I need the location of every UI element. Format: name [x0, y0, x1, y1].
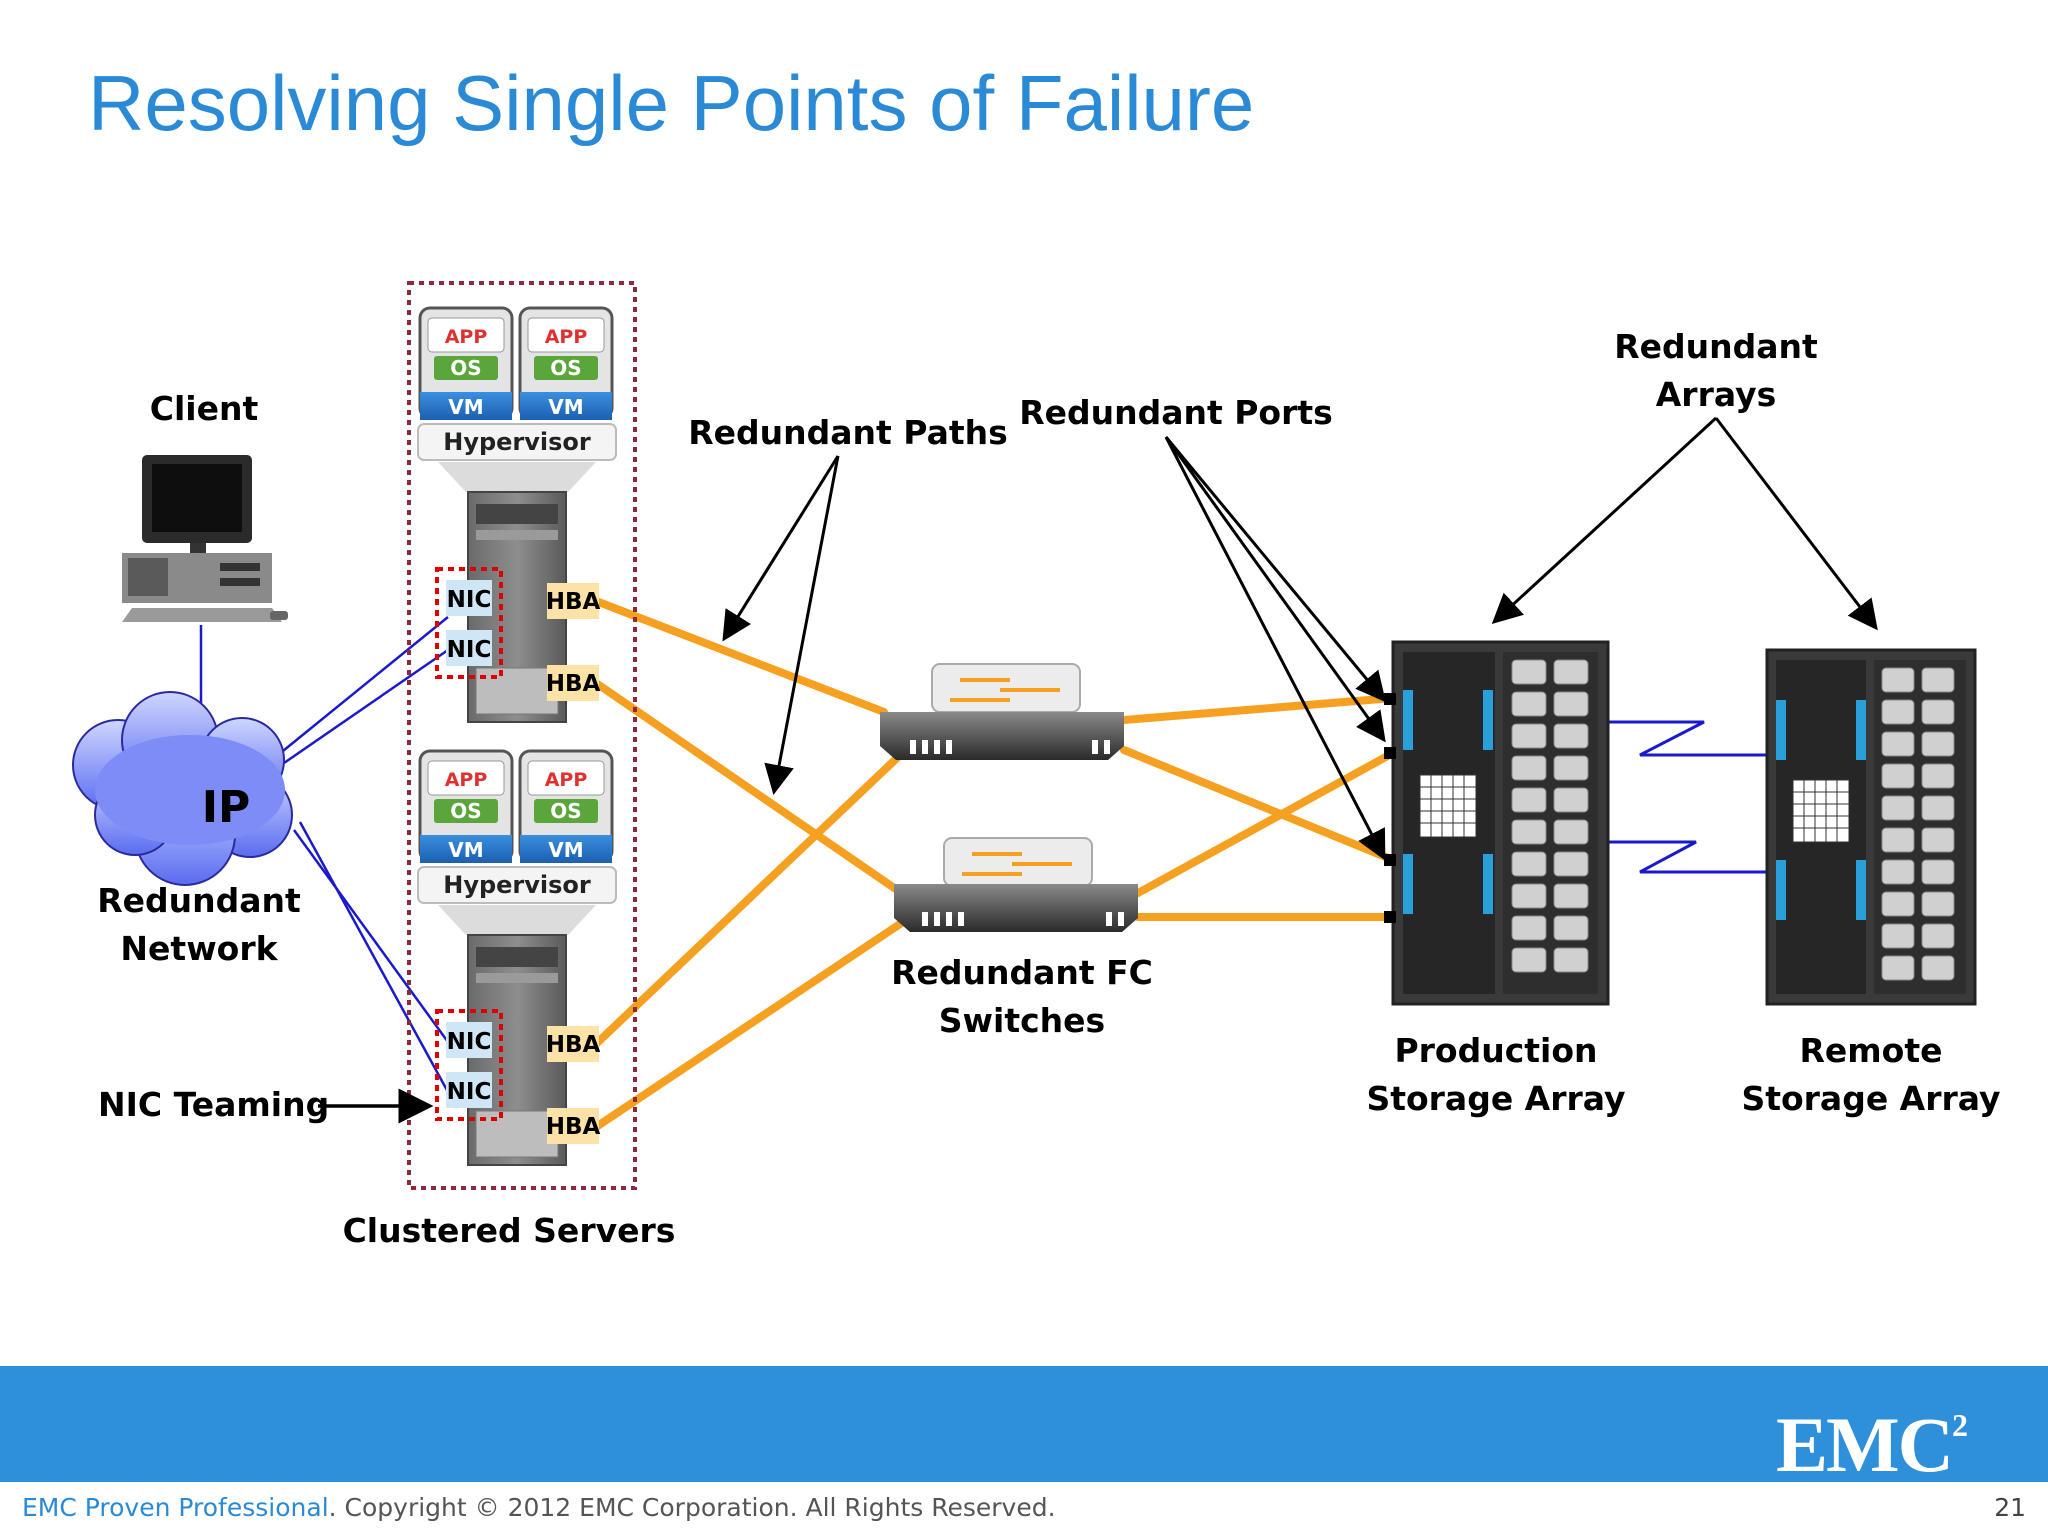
app-label: APP	[545, 769, 588, 791]
clustered-servers-label: Clustered Servers	[343, 1211, 676, 1250]
vm-label: VM	[448, 838, 483, 862]
os-label: OS	[550, 356, 581, 380]
hypervisor-label: Hypervisor	[443, 428, 591, 456]
nic-teaming-label: NIC Teaming	[98, 1085, 329, 1124]
fc-path	[592, 753, 902, 1048]
hba-label: HBA	[546, 671, 601, 697]
nic-label: NIC	[447, 1079, 492, 1105]
hba-label: HBA	[546, 589, 601, 615]
fc-switch-icon	[880, 663, 1124, 760]
fc-path	[1120, 746, 1397, 864]
slide-title: Resolving Single Points of Failure	[88, 59, 1255, 147]
fc-switches-label-line2: Switches	[939, 1001, 1105, 1040]
fc-path	[592, 679, 904, 896]
remote-array-label-line2: Storage Array	[1741, 1079, 2000, 1118]
replication-links	[1606, 720, 1770, 874]
ip-label: IP	[202, 782, 251, 833]
footer-copyright-text: . Copyright © 2012 EMC Corporation. All …	[328, 1493, 1056, 1522]
hba-label: HBA	[546, 1032, 601, 1058]
fc-path	[592, 916, 910, 1131]
vm-icon: APP OS VM	[418, 749, 514, 863]
ip-cloud-icon	[72, 691, 293, 886]
redundant-arrays-arrows	[1491, 416, 1878, 631]
production-storage-array-icon	[1384, 640, 1610, 1006]
redundant-ports-label: Redundant Ports	[1019, 393, 1333, 432]
network-label-line2: Network	[120, 929, 278, 968]
nic-label: NIC	[447, 587, 492, 613]
vm-label: VM	[548, 838, 583, 862]
cluster-border	[407, 281, 637, 1190]
ip-links	[199, 616, 450, 1093]
footer-copyright: EMC Proven Professional. Copyright © 201…	[22, 1493, 1056, 1522]
footer-band: EMC2	[0, 1366, 2048, 1488]
redundant-arrays-label-line1: Redundant	[1614, 327, 1818, 366]
hypervisor-bar	[417, 866, 617, 904]
nic-label: NIC	[447, 1029, 492, 1055]
remote-storage-array-icon	[1765, 648, 1977, 1006]
fc-path	[1120, 694, 1397, 724]
vm-label: VM	[548, 395, 583, 419]
remote-array-label-line1: Remote	[1799, 1031, 1942, 1070]
app-label: APP	[445, 769, 488, 791]
vm-icon: APP OS VM	[518, 306, 614, 420]
fc-paths	[592, 597, 1397, 1131]
vm-icon: APP OS VM	[518, 749, 614, 863]
fc-path	[1134, 749, 1397, 897]
os-label: OS	[450, 356, 481, 380]
app-label: APP	[445, 326, 488, 348]
hypervisor-label: Hypervisor	[443, 871, 591, 899]
network-label-line1: Redundant	[97, 881, 301, 920]
nic-team-border	[435, 1009, 503, 1121]
redundant-paths-label: Redundant Paths	[688, 413, 1008, 452]
production-array-label-line2: Storage Array	[1366, 1079, 1625, 1118]
server-2: APP OS VM APP OS VM Hypervisor NIC NIC H…	[417, 749, 617, 1166]
production-array-label-line1: Production	[1394, 1031, 1597, 1070]
page-number: 21	[1994, 1493, 2026, 1522]
redundant-ports-arrows	[1164, 436, 1386, 861]
footer-brand: EMC Proven Professional	[22, 1493, 329, 1522]
server-1: APP OS VM APP OS VM Hypervisor NIC NIC H…	[417, 306, 617, 723]
vm-label: VM	[448, 395, 483, 419]
nic-team-border	[435, 567, 503, 679]
vm-icon: APP OS VM	[418, 306, 514, 420]
client-label: Client	[150, 389, 259, 428]
hypervisor-bar	[417, 423, 617, 461]
client-computer-icon	[122, 455, 288, 622]
os-label: OS	[450, 799, 481, 823]
fc-switches-label-line1: Redundant FC	[891, 953, 1153, 992]
redundant-arrays-label-line2: Arrays	[1656, 375, 1777, 414]
redundant-paths-arrows	[722, 455, 840, 795]
fc-path	[592, 597, 888, 716]
fc-switch-icon	[894, 837, 1138, 932]
nic-label: NIC	[447, 637, 492, 663]
app-label: APP	[545, 326, 588, 348]
hba-label: HBA	[546, 1114, 601, 1140]
emc-logo: EMC2	[1776, 1401, 1968, 1488]
os-label: OS	[550, 799, 581, 823]
